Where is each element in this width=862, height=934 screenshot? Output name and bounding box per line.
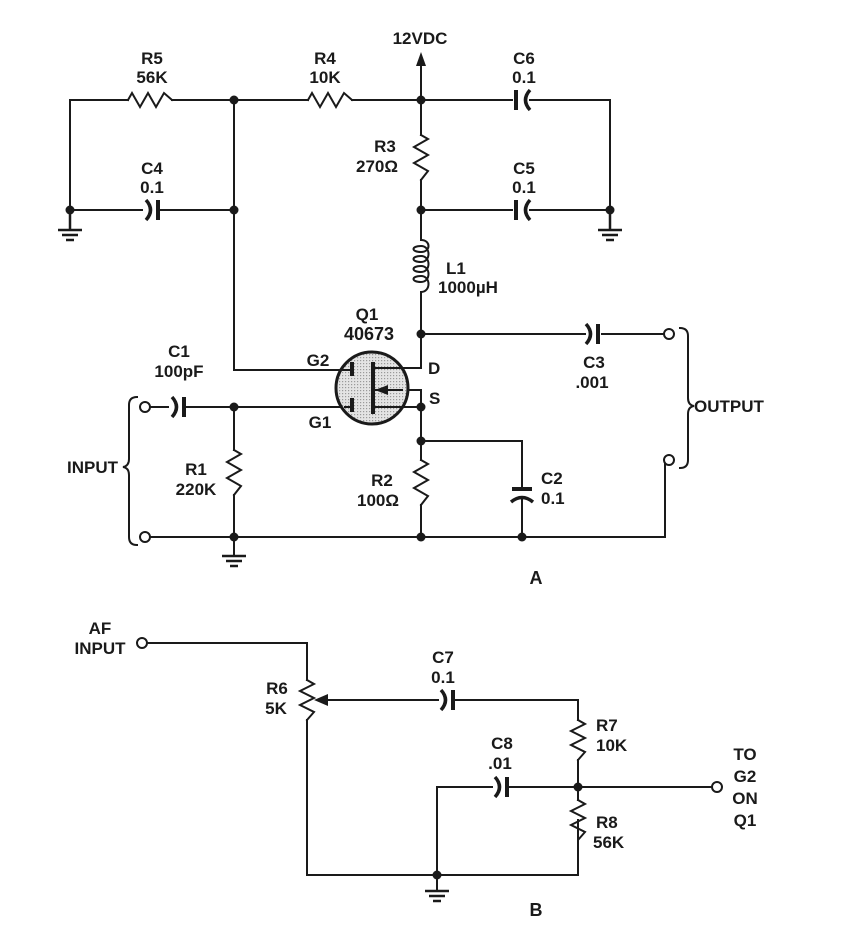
c7-value: 0.1 bbox=[431, 668, 455, 687]
resistor-r8-icon bbox=[568, 798, 588, 843]
r6-ref: R6 bbox=[266, 679, 288, 698]
output-terminal bbox=[663, 454, 675, 466]
resistor-r2-icon bbox=[411, 458, 431, 507]
resistor-r5-icon bbox=[126, 90, 174, 110]
wire bbox=[420, 440, 523, 538]
c7-ref: C7 bbox=[432, 648, 454, 667]
capacitor-c1-icon bbox=[170, 395, 186, 419]
capacitor-c3-icon bbox=[584, 322, 600, 346]
r5-ref: R5 bbox=[141, 49, 163, 68]
mosfet-q1-icon bbox=[334, 350, 410, 426]
resistor-r4-icon bbox=[306, 90, 354, 110]
r5-value: 56K bbox=[136, 68, 168, 87]
c1-ref: C1 bbox=[168, 342, 190, 361]
q1-pin-s: S bbox=[429, 389, 440, 408]
r4-ref: R4 bbox=[314, 49, 336, 68]
c6-value: 0.1 bbox=[512, 68, 536, 87]
r1-value: 220K bbox=[176, 480, 217, 499]
ground-icon bbox=[222, 554, 246, 568]
r2-ref: R2 bbox=[371, 471, 393, 490]
r3-ref: R3 bbox=[374, 137, 396, 156]
circuit-b-label: B bbox=[530, 900, 543, 920]
c5-ref: C5 bbox=[513, 159, 535, 178]
af-input-terminal bbox=[136, 637, 148, 649]
potentiometer-r6-icon bbox=[297, 678, 317, 722]
capacitor-c2-icon bbox=[509, 487, 535, 504]
af-input-label-line1: AF bbox=[89, 619, 112, 638]
q1-ref: Q1 bbox=[356, 305, 379, 324]
wire bbox=[404, 291, 422, 369]
to-g2-label-line2: G2 bbox=[734, 767, 757, 786]
output-label: OUTPUT bbox=[694, 397, 765, 416]
r4-value: 10K bbox=[309, 68, 341, 87]
c6-ref: C6 bbox=[513, 49, 535, 68]
c3-ref: C3 bbox=[583, 353, 605, 372]
junction-dots bbox=[65, 95, 615, 542]
c2-ref: C2 bbox=[541, 469, 563, 488]
l1-ref: L1 bbox=[446, 259, 466, 278]
r1-ref: R1 bbox=[185, 460, 207, 479]
junction-dot bbox=[432, 870, 442, 880]
q1-pin-d: D bbox=[428, 359, 440, 378]
junction-dot bbox=[573, 782, 583, 792]
supply-label: 12VDC bbox=[393, 29, 448, 48]
to-g2-label-line3: ON bbox=[732, 789, 758, 808]
q1-pin-g1: G1 bbox=[309, 413, 332, 432]
output-terminal-g2 bbox=[711, 781, 723, 793]
wire bbox=[233, 99, 341, 371]
r6-value: 5K bbox=[265, 699, 287, 718]
input-brace bbox=[122, 395, 139, 547]
circuit-a: 12VDC R5 56K R4 10K C6 0.1 R3 270Ω C5 0.… bbox=[58, 29, 765, 588]
output-brace bbox=[678, 326, 695, 470]
r7-ref: R7 bbox=[596, 716, 618, 735]
input-terminal bbox=[139, 531, 151, 543]
c2-value: 0.1 bbox=[541, 489, 565, 508]
wire bbox=[436, 786, 713, 876]
output-terminal bbox=[663, 328, 675, 340]
capacitor-c5-icon bbox=[514, 198, 532, 222]
ground-icon bbox=[425, 889, 449, 903]
c1-value: 100pF bbox=[154, 362, 203, 381]
c8-value: .01 bbox=[488, 754, 512, 773]
l1-value: 1000µH bbox=[438, 278, 498, 297]
wire bbox=[317, 699, 579, 801]
circuit-b: AF INPUT R6 5K C7 0.1 C8 .01 R7 10K R8 5… bbox=[75, 619, 758, 920]
capacitor-c7-icon bbox=[439, 688, 455, 712]
to-g2-label-line4: Q1 bbox=[734, 811, 757, 830]
c4-value: 0.1 bbox=[140, 178, 164, 197]
capacitor-c6-icon bbox=[514, 88, 532, 112]
resistor-r7-icon bbox=[568, 718, 588, 762]
r8-value: 56K bbox=[593, 833, 625, 852]
input-label: INPUT bbox=[67, 458, 119, 477]
af-input-label-line2: INPUT bbox=[75, 639, 127, 658]
circuit-a-label: A bbox=[530, 568, 543, 588]
c3-value: .001 bbox=[575, 373, 608, 392]
r3-value: 270Ω bbox=[356, 157, 398, 176]
wiper-arrow-icon bbox=[314, 694, 328, 706]
r7-value: 10K bbox=[596, 736, 628, 755]
r8-ref: R8 bbox=[596, 813, 618, 832]
resistor-r1-icon bbox=[224, 448, 244, 497]
to-g2-label-line1: TO bbox=[733, 745, 756, 764]
resistor-r3-icon bbox=[411, 133, 431, 182]
r2-value: 100Ω bbox=[357, 491, 399, 510]
c5-value: 0.1 bbox=[512, 178, 536, 197]
q1-pin-g2: G2 bbox=[307, 351, 330, 370]
wire bbox=[144, 461, 666, 538]
c4-ref: C4 bbox=[141, 159, 163, 178]
q1-part-number: 40673 bbox=[344, 324, 394, 344]
wire bbox=[69, 99, 611, 211]
wire bbox=[146, 642, 579, 876]
input-terminal bbox=[139, 401, 151, 413]
inductor-l1-icon bbox=[412, 238, 430, 294]
capacitor-c4-icon bbox=[144, 198, 160, 222]
c8-ref: C8 bbox=[491, 734, 513, 753]
capacitor-c8-icon bbox=[493, 775, 509, 799]
supply-arrow-icon bbox=[416, 52, 426, 66]
